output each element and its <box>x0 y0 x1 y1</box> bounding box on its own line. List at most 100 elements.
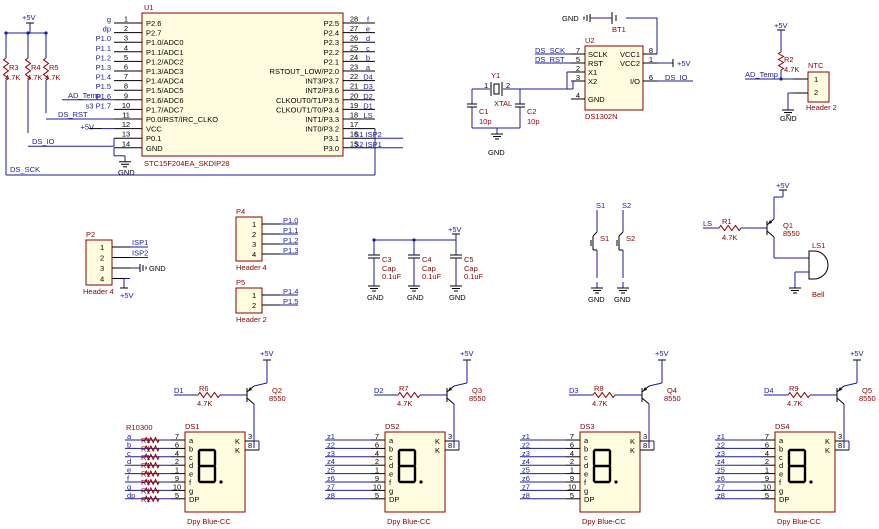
pin-number: 7 <box>576 46 580 55</box>
net-label: P1.3 <box>96 63 111 72</box>
resistor <box>592 391 616 399</box>
k-label: K <box>235 437 240 446</box>
pnp-transistor <box>437 385 455 405</box>
segment-label: e <box>584 470 588 479</box>
junction <box>4 31 8 35</box>
p5-ref: P5 <box>236 278 245 287</box>
pin-number: 1 <box>100 243 104 252</box>
pin-name: INT0/P3.2 <box>305 125 339 134</box>
switch-ref: S1 <box>600 234 609 243</box>
pin-number: 11 <box>122 111 130 120</box>
pin-name: RSTOUT_LOW/P2.0 <box>270 67 339 76</box>
segment-label: e <box>189 470 193 479</box>
pin-name: RST <box>588 59 603 68</box>
resistor-ref: R1 <box>141 470 151 479</box>
segment-net: z8 <box>327 491 335 500</box>
cap-ref: C5 <box>464 255 474 264</box>
segment-label: d <box>389 461 393 470</box>
transistor-ref: Q2 <box>272 386 282 395</box>
collector <box>246 397 255 405</box>
pin-name: INT3/P3.7 <box>305 77 339 86</box>
net-label: P1.0 <box>283 216 298 225</box>
pin-number: 5 <box>124 53 128 62</box>
pin-number: 9 <box>765 474 769 483</box>
pin-number: 19 <box>350 101 358 110</box>
segment-label: g <box>189 486 193 495</box>
net-label: LS <box>363 111 372 120</box>
collector <box>446 397 455 405</box>
gnd-label: GND <box>588 295 605 304</box>
pin-number: 3 <box>124 34 128 43</box>
segment-net: f <box>127 474 130 483</box>
pin-number: 4 <box>175 449 179 458</box>
pin-number: 5 <box>576 55 580 64</box>
pin-name: P1.0/ADC0 <box>146 38 184 47</box>
net-label: b <box>366 53 370 62</box>
pin-name: VCC1 <box>620 50 640 59</box>
p2-body <box>85 239 113 286</box>
segment-net: z7 <box>717 482 725 491</box>
resistor-ref: R2 <box>784 55 794 64</box>
pin-number: 2 <box>570 457 574 466</box>
pin-number: 12 <box>122 120 130 129</box>
ground-symbol <box>491 128 503 140</box>
rtc-ref: U2 <box>585 36 595 45</box>
pin-number: 1 <box>252 291 256 300</box>
pin-name: GND <box>146 144 163 153</box>
net-ad-temp: AD_Temp <box>68 91 101 100</box>
vcc-label: +5V <box>120 291 134 300</box>
segment-net: z8 <box>717 491 725 500</box>
gnd-label: GND <box>367 293 384 302</box>
segment-label: DP <box>189 495 199 504</box>
pin-number: 2 <box>252 230 256 239</box>
resistor-ref: R1 <box>141 436 151 445</box>
pnp-transistor <box>757 218 775 238</box>
display-ref: DS1 <box>185 422 200 431</box>
vcc-symbol <box>452 233 460 240</box>
pin-name: CLKOUT0/T1/P3.5 <box>276 96 339 105</box>
pin-number: 10 <box>122 101 130 110</box>
ground-symbol <box>591 282 603 294</box>
cap-ref: C2 <box>527 107 537 116</box>
vcc-label: +5V <box>655 349 669 358</box>
pin-number: 1 <box>124 15 128 24</box>
vcc-label: +5V <box>260 349 274 358</box>
resistor-array-value: 300 <box>140 423 153 432</box>
pnp-transistor <box>827 385 845 405</box>
pin-number: 4 <box>375 449 379 458</box>
segment-net: z6 <box>717 474 725 483</box>
resistor <box>197 391 221 399</box>
net-label: D3 <box>569 386 579 395</box>
ntc-header: Header 2 <box>806 103 837 112</box>
emitter-arrow <box>643 387 647 391</box>
pin-number: 2 <box>124 24 128 33</box>
k-label: K <box>825 446 830 455</box>
pin-number: 1 <box>175 466 179 475</box>
pin-number: 5 <box>375 491 379 500</box>
decimal-point <box>809 480 813 484</box>
resistor-value: 4.7K <box>722 233 737 242</box>
segment-net: z7 <box>327 482 335 491</box>
segment-net: z1 <box>717 432 725 441</box>
net-label: DS_RST <box>535 55 565 64</box>
segment-net: z6 <box>522 474 530 483</box>
pin-name: SCLK <box>588 50 608 59</box>
pin-number: 1 <box>814 75 818 84</box>
segment-label: b <box>389 444 393 453</box>
pin-number: 24 <box>350 53 358 62</box>
p2-header: Header 4 <box>83 287 114 296</box>
vcc-symbol <box>26 22 34 33</box>
ground-symbol <box>119 155 131 168</box>
decimal-point <box>614 480 618 484</box>
vcc-label: +5V <box>850 349 864 358</box>
pin-name: P0.1 <box>146 134 161 143</box>
pin-number: 8 <box>448 441 452 450</box>
pin-name: X2 <box>588 77 597 86</box>
display-part: Dpy Blue-CC <box>777 517 821 526</box>
pin-number: 3 <box>100 264 104 273</box>
display-part: Dpy Blue-CC <box>187 517 231 526</box>
segment-net: z3 <box>717 449 725 458</box>
crystal-ref: Y1 <box>491 71 500 80</box>
